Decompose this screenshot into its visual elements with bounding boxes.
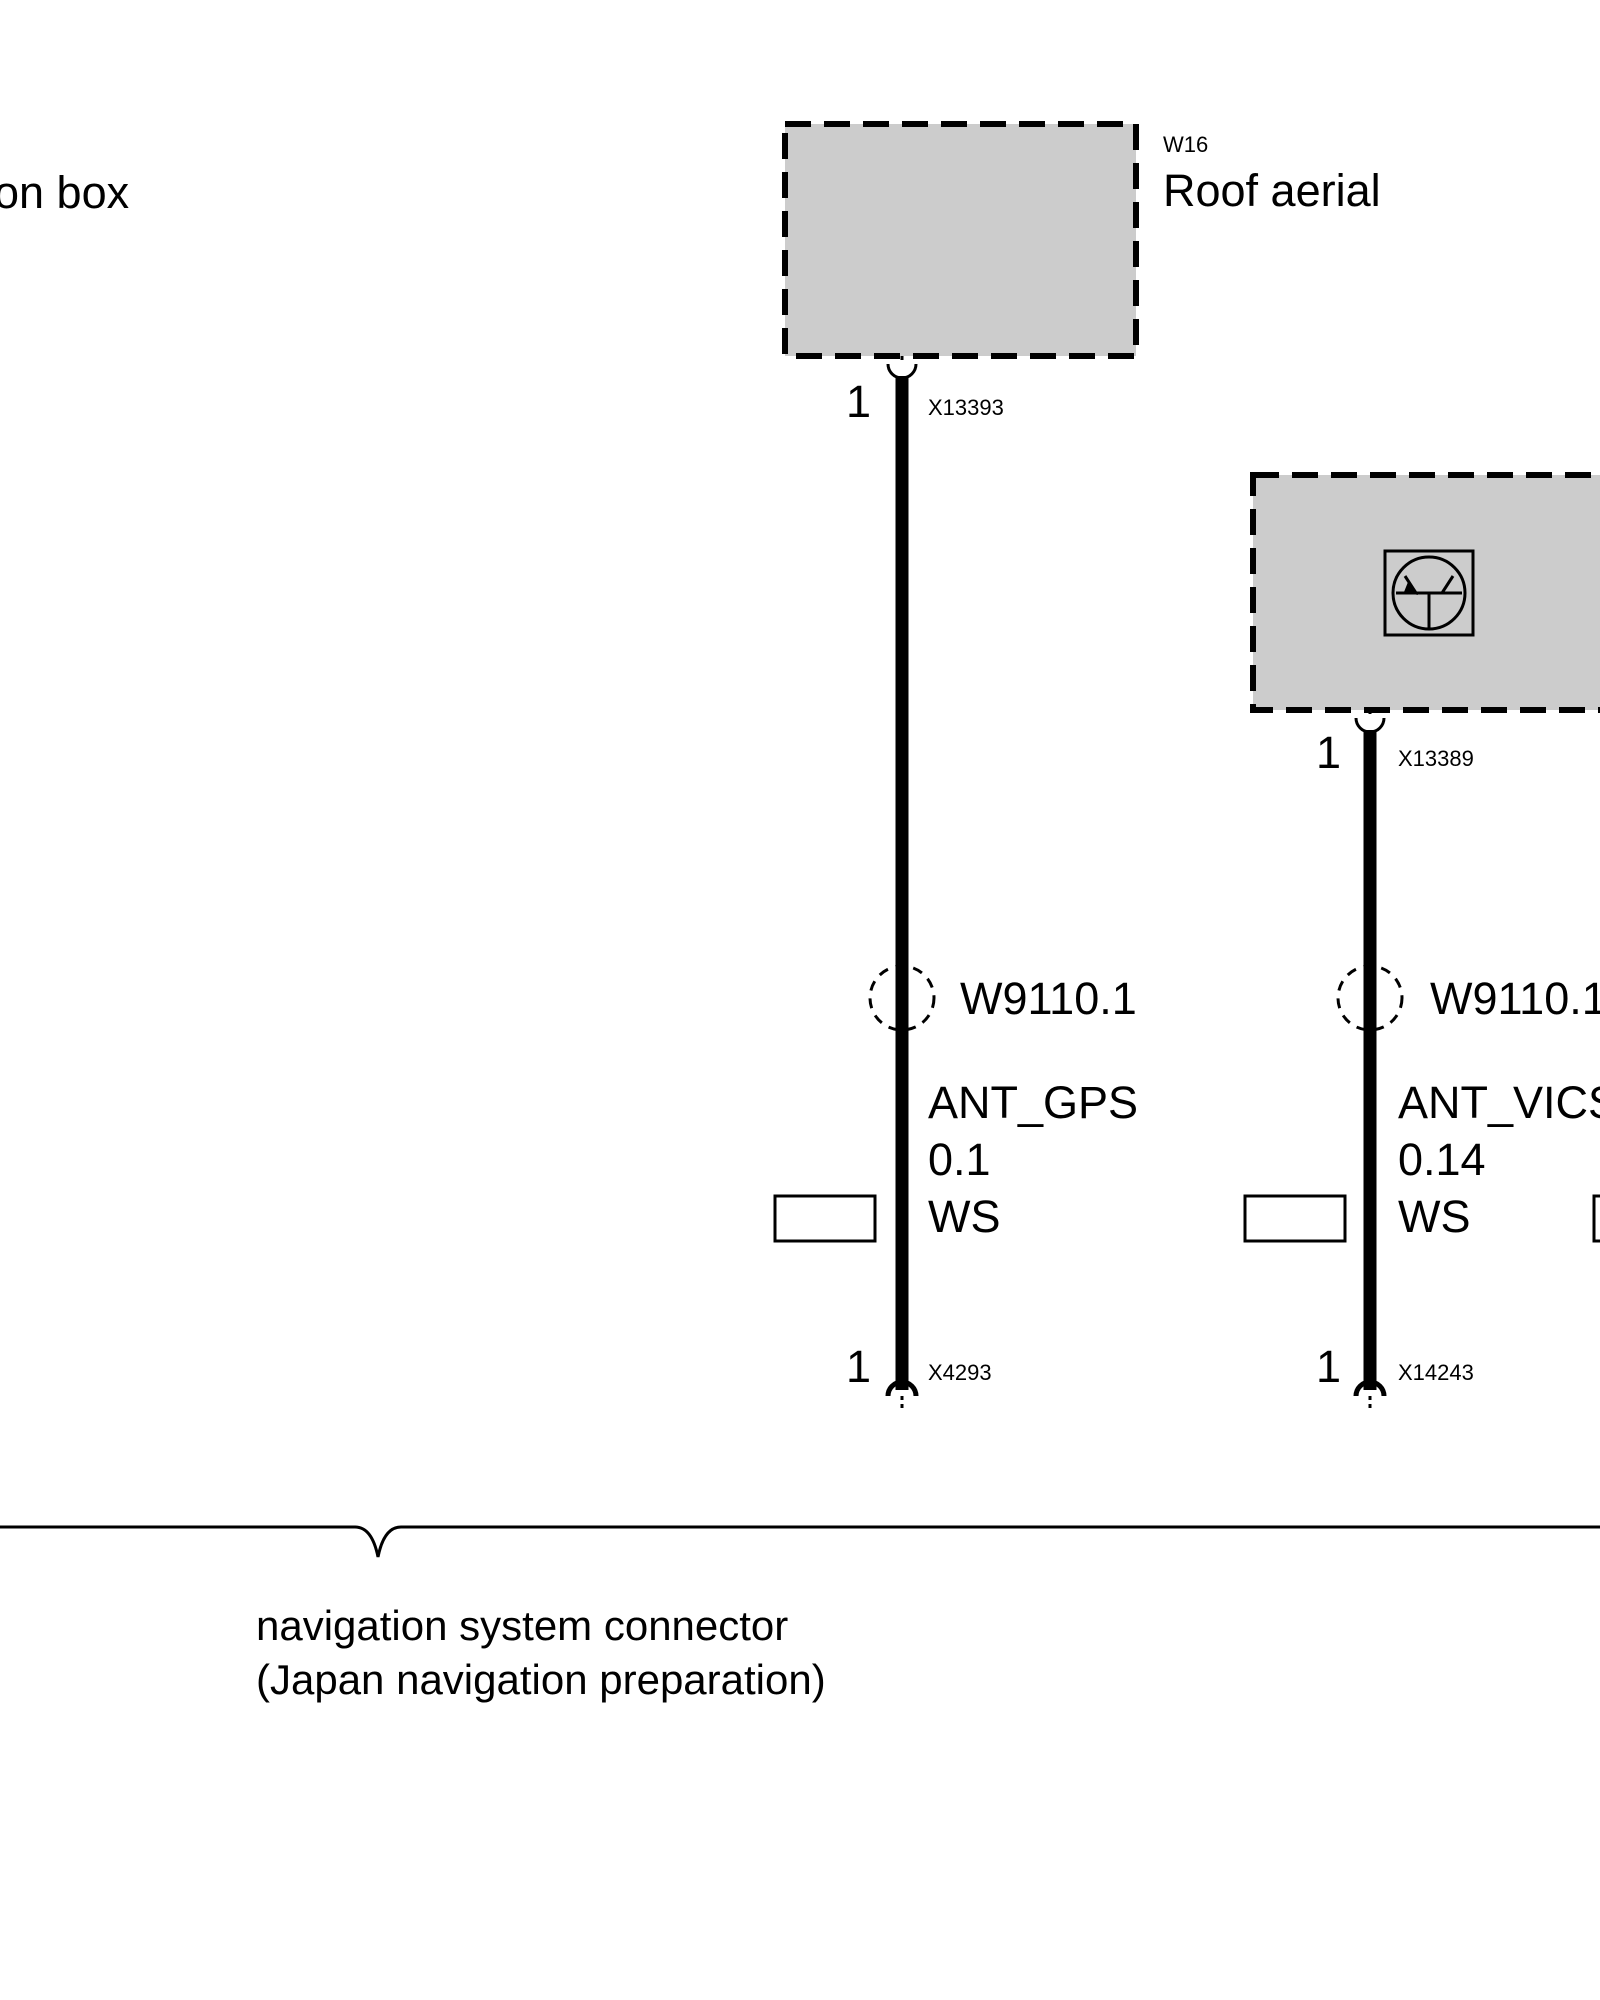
- vics-cable-id: W9110.1: [1430, 973, 1600, 1024]
- vics-antenna-component: [1250, 472, 1600, 713]
- vics-bottom-connector-symbol: [1353, 1379, 1387, 1397]
- gps-top-pin: 1: [846, 376, 871, 427]
- vics-top-connector-id: X13389: [1398, 746, 1474, 771]
- vics-cable-marker: [1336, 964, 1404, 1032]
- roof-aerial-component: W16 Roof aerial: [782, 121, 1381, 359]
- gps-top-connector-id: X13393: [928, 395, 1004, 420]
- roof-aerial-label: Roof aerial: [1163, 165, 1381, 216]
- gps-bottom-pin: 1: [846, 1341, 871, 1392]
- gps-wire-tag: [773, 1194, 877, 1243]
- gps-wire-color: WS: [928, 1191, 1001, 1242]
- roof-aerial-box: [782, 121, 1139, 359]
- left-component-label: on box: [0, 167, 130, 218]
- vics-bottom-pin: 1: [1316, 1341, 1341, 1392]
- gps-cable-id: W9110.1: [960, 973, 1137, 1024]
- vics-top-pin: 1: [1316, 727, 1341, 778]
- vics-wire-gauge: 0.14: [1398, 1134, 1486, 1185]
- gps-bottom-connector-symbol: [885, 1379, 919, 1397]
- vics-top-connector-symbol: [1354, 717, 1386, 734]
- gps-wire-gauge: 0.1: [928, 1134, 991, 1185]
- circuit-gps: 1 X13393 W9110.1 ANT_GPS 0.1 WS 1 X4293: [773, 356, 1138, 1412]
- brace-label-line2: (Japan navigation preparation): [256, 1656, 826, 1703]
- gps-top-connector-symbol: [886, 363, 918, 380]
- vics-wire-color: WS: [1398, 1191, 1471, 1242]
- third-wire-tag-partial: [1592, 1194, 1600, 1243]
- transistor-icon: [1383, 549, 1475, 637]
- gps-cable-marker: [868, 964, 936, 1032]
- circuit-vics: 1 X13389 W9110.1 ANT_VICS 0.14 WS 1 X142…: [1243, 710, 1600, 1412]
- gps-bottom-connector-id: X4293: [928, 1360, 992, 1385]
- brace-label-line1: navigation system connector: [256, 1602, 788, 1649]
- vics-signal-name: ANT_VICS: [1398, 1077, 1600, 1128]
- vics-wire-tag: [1243, 1194, 1347, 1243]
- vics-bottom-connector-id: X14243: [1398, 1360, 1474, 1385]
- roof-aerial-id: W16: [1163, 132, 1208, 157]
- grouping-brace: [0, 1525, 1600, 1558]
- gps-signal-name: ANT_GPS: [928, 1077, 1138, 1128]
